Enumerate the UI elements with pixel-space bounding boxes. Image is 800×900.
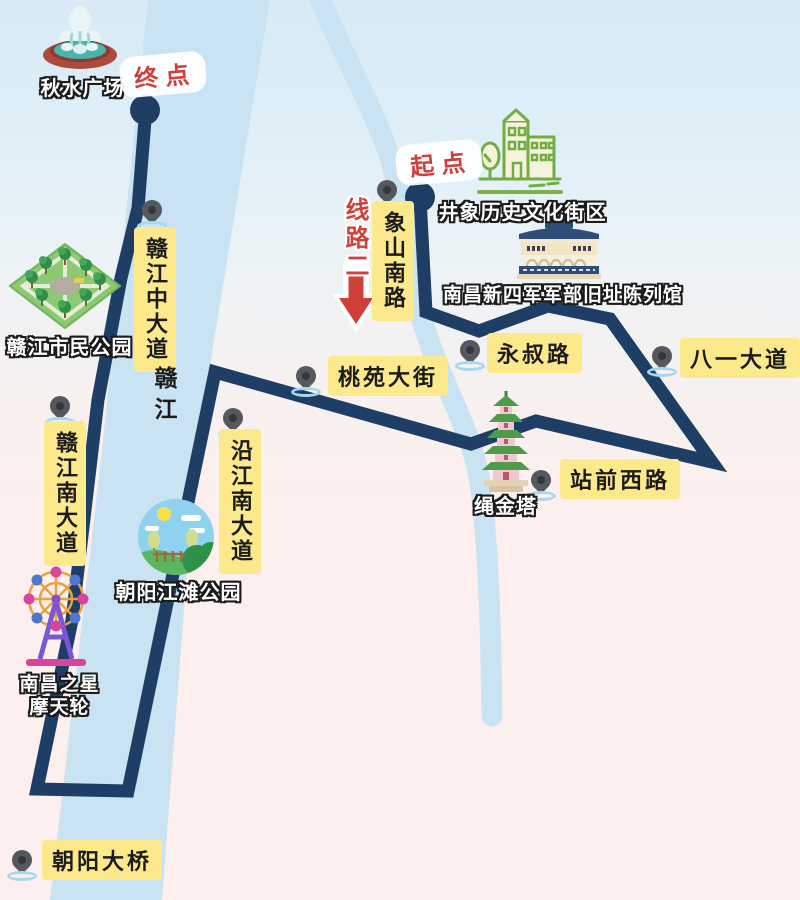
park-trees xyxy=(25,247,106,318)
poi-label-qiushui-square: 秋水广场 xyxy=(40,78,125,100)
river-name-label: 赣江 xyxy=(151,366,177,428)
river-shape xyxy=(50,0,503,900)
map-pin-icon xyxy=(7,845,37,882)
end-point-label: 终点 xyxy=(118,50,208,99)
ferris-wheel-name-line1: 南昌之星 xyxy=(19,674,100,695)
poi-label-citizen-park: 赣江市民公园 xyxy=(6,337,133,359)
route-name-label: 线路二 xyxy=(341,197,368,281)
ferris-wheel-name-line2: 摩天轮 xyxy=(29,697,90,718)
start-point-label: 起点 xyxy=(394,138,484,187)
route-line xyxy=(29,95,728,798)
road-label-bayi: 八一大道 xyxy=(680,338,800,378)
historic-block-icon xyxy=(478,108,562,188)
poi-label-jiangtan-park: 朝阳江滩公园 xyxy=(115,582,242,604)
road-label-ganjiang-middle: 赣江中大道 xyxy=(134,227,176,372)
end-point-marker xyxy=(130,95,160,125)
fountain-icon xyxy=(43,5,117,69)
ferris-gondolas xyxy=(23,566,89,632)
museum-icon xyxy=(517,219,601,279)
citizen-park-icon xyxy=(8,242,122,330)
poi-label-ferris-wheel: 南昌之星 摩天轮 xyxy=(2,673,117,719)
route-direction-arrow xyxy=(332,255,380,332)
road-label-ganjiang-south: 赣江南大道 xyxy=(44,421,86,566)
stream-shape xyxy=(309,0,503,727)
pagoda-icon xyxy=(482,391,530,492)
road-label-chaoyang-bridge: 朝阳大桥 xyxy=(42,840,163,880)
poi-label-museum: 南昌新四军军部旧址陈列馆 xyxy=(442,285,683,306)
road-label-zhanqian-west: 站前西路 xyxy=(560,459,681,499)
map-pin-icon xyxy=(647,341,677,378)
poi-label-shengjin-tower: 绳金塔 xyxy=(474,496,537,518)
road-label-yongshu: 永叔路 xyxy=(487,333,583,373)
road-label-taoyuan: 桃苑大街 xyxy=(328,356,449,396)
map-pin-icon xyxy=(455,335,485,372)
historic-block-underline xyxy=(477,190,563,194)
riverside-park-icon xyxy=(138,499,214,575)
road-label-yanjiang-south: 沿江南大道 xyxy=(219,429,261,574)
road-label-xiangshan-south: 象山南路 xyxy=(372,201,414,321)
ferris-wheel-icon xyxy=(23,566,89,666)
poi-label-historic-block: 井象历史文化街区 xyxy=(438,202,607,224)
map-pin-icon xyxy=(526,465,556,502)
map-pin-icon xyxy=(291,361,321,398)
